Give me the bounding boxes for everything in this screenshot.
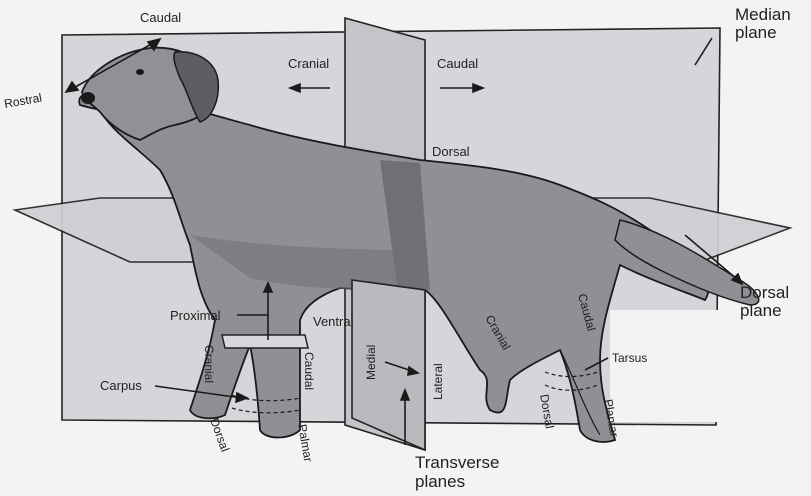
label-proximal: Proximal <box>170 308 221 323</box>
label-cranial-fore: Cranial <box>202 345 216 383</box>
label-median-plane-2: plane <box>735 23 777 42</box>
label-medial: Medial <box>364 345 378 380</box>
label-rostral: Rostral <box>3 91 43 111</box>
label-dorsal-plane-1: Dorsal <box>740 283 789 302</box>
label-lateral: Lateral <box>431 363 445 400</box>
label-ventral: Ventral <box>313 314 354 329</box>
label-transverse-2: planes <box>415 472 465 491</box>
label-transverse-1: Transverse <box>415 453 499 472</box>
label-caudal-top: Caudal <box>140 10 181 25</box>
label-caudal-fore: Caudal <box>302 352 316 390</box>
label-caudal-mid: Caudal <box>437 56 478 71</box>
carpus-plane <box>222 335 308 348</box>
label-tarsus: Tarsus <box>612 351 647 365</box>
label-dorsal-body: Dorsal <box>432 144 470 159</box>
label-median-plane-1: Median <box>735 5 791 24</box>
label-dorsal-plane-2: plane <box>740 301 782 320</box>
label-carpus: Carpus <box>100 378 142 393</box>
label-cranial-top: Cranial <box>288 56 329 71</box>
label-palmar: Palmar <box>295 423 315 463</box>
dorsal-label-patch <box>610 310 720 422</box>
